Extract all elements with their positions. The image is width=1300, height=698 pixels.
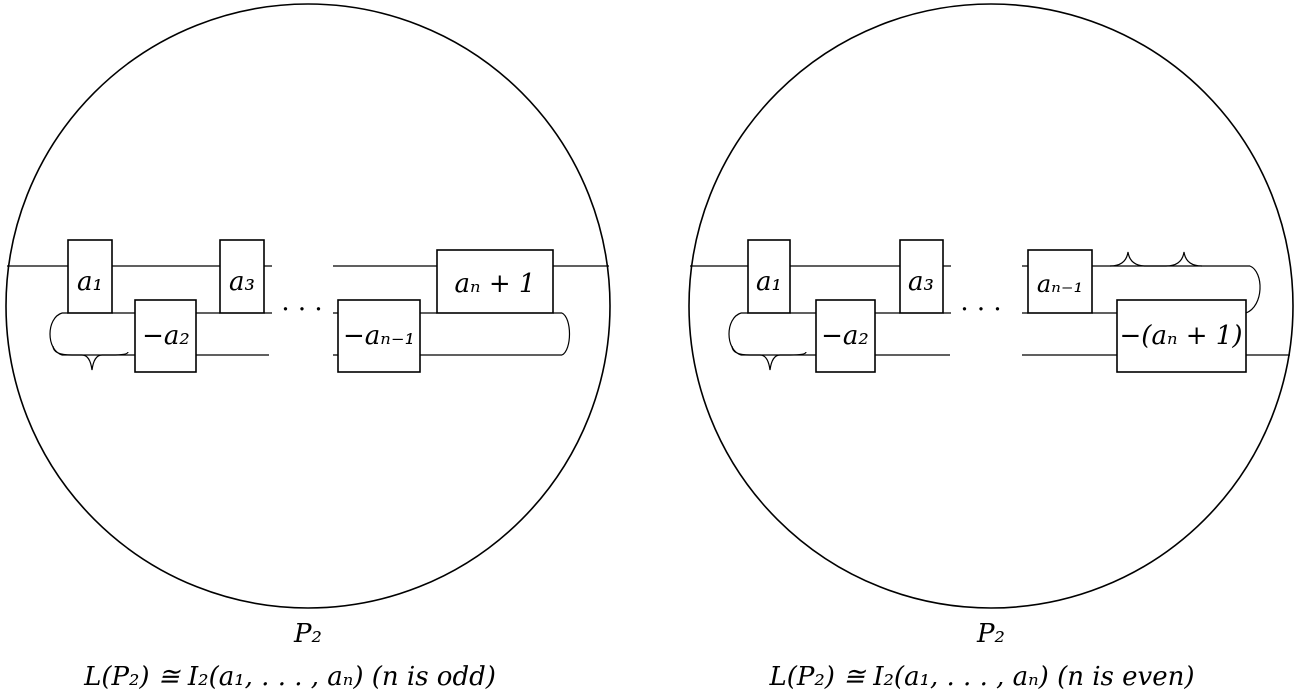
left-disk-circle [5,3,611,609]
right-brace-bottom [731,345,807,371]
left-box-2-label: −a₂ [142,321,190,351]
right-closure-arc-left [728,312,742,356]
right-brace-top [1109,251,1203,267]
left-caption: L(P₂) ≅ I₂(a₁, . . . , aₙ) (n is odd) [83,662,496,692]
left-disk-name: P₂ [293,619,322,649]
left-box-4-label: −aₙ₋₁ [343,321,415,351]
right-box-3-label: a₃ [908,267,934,297]
right-caption: L(P₂) ≅ I₂(a₁, . . . , aₙ) (n is even) [768,662,1194,692]
right-box-4 [1027,249,1093,314]
left-closure-arc-left [49,312,63,356]
right-box-5-label: −(aₙ + 1) [1120,321,1243,351]
right-box-1-label: a₁ [756,267,782,297]
right-box-5 [1116,299,1247,373]
left-ellipsis: · · · [281,295,322,325]
left-box-1-label: a₁ [77,267,103,297]
right-box-3 [899,239,944,314]
left-brace [52,345,129,371]
right-disk-circle [688,3,1294,609]
left-box-2 [134,299,197,373]
left-box-1 [67,239,113,314]
right-diagram: a₁ −a₂ a₃ · · · aₙ₋₁ −(aₙ + 1) P₂ L(P₂) … [688,3,1294,692]
right-ellipsis: · · · [960,295,1001,325]
right-closure-arc-right [1245,265,1261,314]
left-box-3 [219,239,265,314]
right-box-1 [747,239,791,314]
right-box-2-label: −a₂ [821,321,869,351]
right-box-2 [815,299,876,373]
left-box-4 [337,299,421,373]
left-diagram: a₁ −a₂ a₃ · · · −aₙ₋₁ aₙ + 1 P₂ L(P₂) ≅ … [5,3,611,692]
right-box-4-label: aₙ₋₁ [1037,270,1083,298]
right-disk-name: P₂ [976,619,1005,649]
left-box-5-label: aₙ + 1 [455,269,536,299]
left-box-5 [436,249,554,314]
left-closure-arc-right [561,312,571,356]
left-box-3-label: a₃ [229,267,255,297]
